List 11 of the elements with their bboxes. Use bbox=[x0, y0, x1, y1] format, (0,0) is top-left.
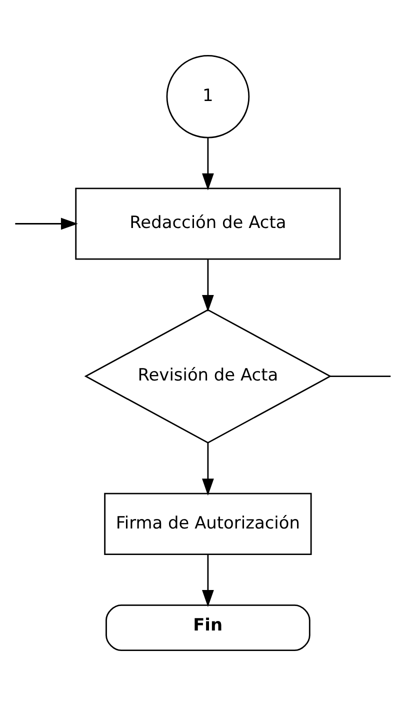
node-circle: 1 bbox=[166, 54, 250, 138]
arrow bbox=[202, 138, 214, 190]
arrow bbox=[202, 442, 214, 496]
node-box: Firma de Autorización bbox=[104, 492, 312, 555]
arrow bbox=[15, 218, 78, 230]
arrow bbox=[202, 259, 214, 312]
node-box: Redacción de Acta bbox=[75, 188, 341, 260]
arrow bbox=[202, 554, 214, 608]
node-box: Fin bbox=[106, 604, 310, 652]
node-diamond: Revisión de Acta bbox=[84, 309, 332, 444]
connector bbox=[330, 376, 391, 378]
